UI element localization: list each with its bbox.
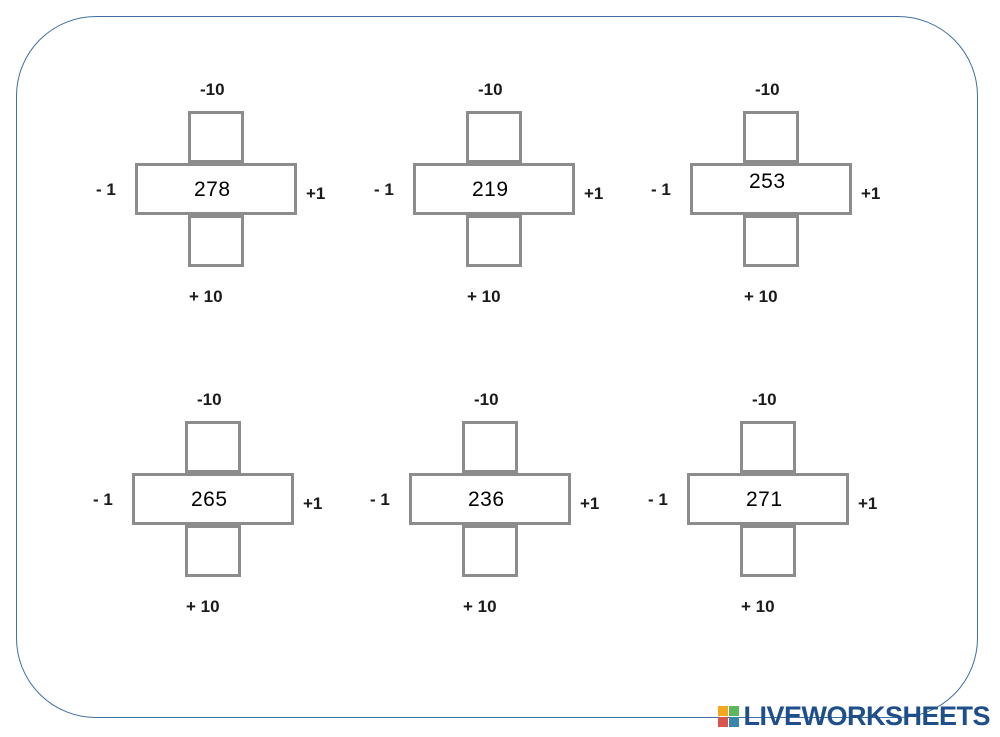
plus-one-label: +1 xyxy=(306,184,326,203)
minus-ten-label: -10 xyxy=(197,390,222,409)
top-cell[interactable] xyxy=(462,421,518,473)
minus-one-label: - 1 xyxy=(93,490,113,509)
left-cell[interactable] xyxy=(132,473,188,525)
logo-blocks-icon xyxy=(718,705,740,727)
bottom-cell[interactable] xyxy=(185,525,241,577)
right-cell[interactable] xyxy=(519,163,575,215)
bottom-cell[interactable] xyxy=(188,215,244,267)
left-cell[interactable] xyxy=(409,473,465,525)
top-cell[interactable] xyxy=(188,111,244,163)
left-cell[interactable] xyxy=(690,163,746,215)
plus-one-label: +1 xyxy=(858,494,878,513)
number-cross-2: -10 - 1 +1 + 10 219 xyxy=(374,80,614,320)
center-cell xyxy=(462,473,518,525)
center-cell xyxy=(743,163,799,215)
minus-ten-label: -10 xyxy=(474,390,499,409)
center-value: 236 xyxy=(468,488,505,511)
plus-one-label: +1 xyxy=(303,494,323,513)
plus-ten-label: + 10 xyxy=(463,597,497,616)
center-value: 253 xyxy=(749,170,786,193)
plus-ten-label: + 10 xyxy=(744,287,778,306)
logo-text: LIVEWORKSHEETS xyxy=(743,700,990,731)
right-cell[interactable] xyxy=(796,163,852,215)
minus-one-label: - 1 xyxy=(96,180,116,199)
minus-one-label: - 1 xyxy=(651,180,671,199)
number-cross-5: -10 - 1 +1 + 10 236 xyxy=(370,390,610,630)
minus-ten-label: -10 xyxy=(200,80,225,99)
top-cell[interactable] xyxy=(185,421,241,473)
top-cell[interactable] xyxy=(740,421,796,473)
minus-ten-label: -10 xyxy=(478,80,503,99)
liveworksheets-logo: LIVEWORKSHEETS xyxy=(718,701,990,731)
right-cell[interactable] xyxy=(793,473,849,525)
left-cell[interactable] xyxy=(135,163,191,215)
minus-ten-label: -10 xyxy=(752,390,777,409)
logo-block xyxy=(729,705,740,716)
number-cross-4: -10 - 1 +1 + 10 265 xyxy=(93,390,333,630)
logo-block xyxy=(718,716,729,727)
center-value: 278 xyxy=(194,178,231,201)
center-value: 271 xyxy=(746,488,783,511)
center-cell xyxy=(188,163,244,215)
top-cell[interactable] xyxy=(466,111,522,163)
left-cell[interactable] xyxy=(413,163,469,215)
plus-one-label: +1 xyxy=(580,494,600,513)
right-cell[interactable] xyxy=(515,473,571,525)
number-cross-3: -10 - 1 +1 + 10 253 xyxy=(651,80,891,320)
center-value: 219 xyxy=(472,178,509,201)
center-cell xyxy=(185,473,241,525)
right-cell[interactable] xyxy=(238,473,294,525)
minus-one-label: - 1 xyxy=(374,180,394,199)
right-cell[interactable] xyxy=(241,163,297,215)
center-cell xyxy=(466,163,522,215)
number-cross-6: -10 - 1 +1 + 10 271 xyxy=(648,390,888,630)
plus-ten-label: + 10 xyxy=(189,287,223,306)
bottom-cell[interactable] xyxy=(466,215,522,267)
left-cell[interactable] xyxy=(687,473,743,525)
logo-block xyxy=(729,716,740,727)
center-value: 265 xyxy=(191,488,228,511)
bottom-cell[interactable] xyxy=(462,525,518,577)
top-cell[interactable] xyxy=(743,111,799,163)
bottom-cell[interactable] xyxy=(743,215,799,267)
worksheet-frame xyxy=(16,16,978,718)
minus-one-label: - 1 xyxy=(648,490,668,509)
center-cell xyxy=(740,473,796,525)
minus-ten-label: -10 xyxy=(755,80,780,99)
plus-one-label: +1 xyxy=(584,184,604,203)
bottom-cell[interactable] xyxy=(740,525,796,577)
plus-one-label: +1 xyxy=(861,184,881,203)
plus-ten-label: + 10 xyxy=(467,287,501,306)
number-cross-1: -10 - 1 +1 + 10 278 xyxy=(96,80,336,320)
plus-ten-label: + 10 xyxy=(186,597,220,616)
logo-block xyxy=(718,705,729,716)
minus-one-label: - 1 xyxy=(370,490,390,509)
plus-ten-label: + 10 xyxy=(741,597,775,616)
